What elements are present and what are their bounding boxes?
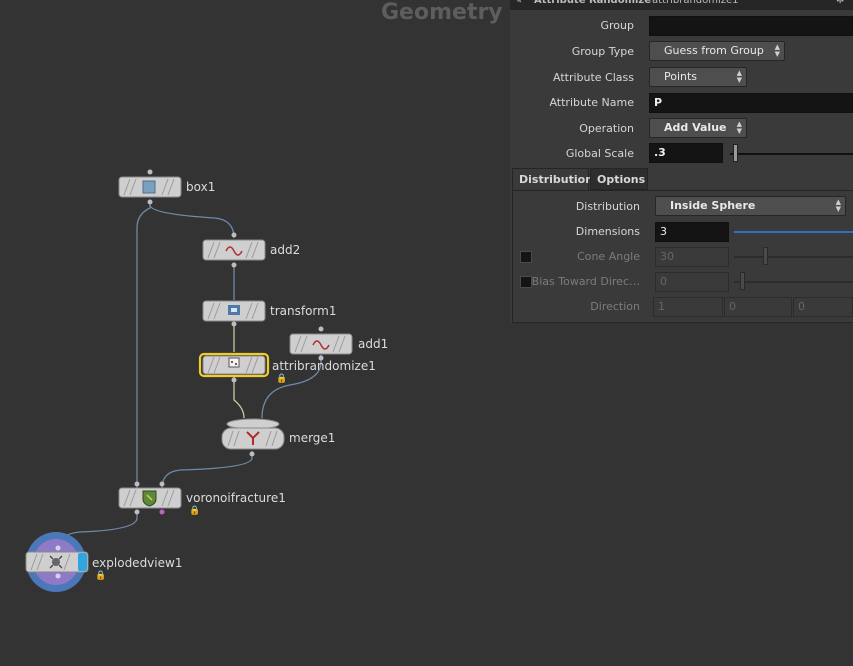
dimensions-label: Dimensions (575, 225, 640, 238)
wire-box1-add2 (149, 204, 235, 239)
bias-label: Bias Toward Direc… (531, 275, 640, 288)
tab-distribution-body (512, 190, 853, 323)
group-type-label: Group Type (571, 45, 634, 58)
tab-options[interactable]: Options (590, 168, 648, 190)
global-scale-slider-handle[interactable] (733, 144, 738, 162)
lock-icon[interactable]: 🔒 (189, 506, 201, 516)
node-label-voronoifracture1[interactable]: voronoifracture1 (186, 491, 286, 505)
node-label-explodedview1[interactable]: explodedview1 (92, 556, 183, 570)
node-voronoifracture1[interactable] (118, 481, 182, 515)
global-scale-label: Global Scale (565, 147, 634, 160)
bias-field[interactable]: 0 (655, 272, 729, 292)
direction-x-field[interactable]: 1 (653, 297, 723, 317)
node-box1[interactable] (118, 169, 182, 205)
node-transform1[interactable] (202, 300, 266, 327)
attribute-name-field[interactable]: P (649, 93, 853, 113)
group-type-dropdown[interactable]: Guess from Group ▲▼ (649, 41, 785, 61)
dimensions-slider[interactable] (734, 231, 853, 233)
group-label: Group (600, 19, 635, 32)
merge-icon (246, 431, 260, 445)
node-label-attribrandomize1[interactable]: attribrandomize1 (272, 359, 376, 373)
direction-label: Direction (590, 300, 640, 313)
node-label-add1[interactable]: add1 (358, 337, 389, 351)
attribute-class-value: Points (664, 70, 698, 83)
parameter-panel: ✎ Attribute Randomize attribrandomize1 ✲… (510, 0, 853, 323)
node-explodedview1[interactable] (25, 532, 89, 592)
node-label-add2[interactable]: add2 (270, 243, 301, 257)
node-name-field[interactable]: attribrandomize1 (652, 0, 739, 6)
wire-attribrandomize1-merge1 (233, 376, 245, 419)
attribute-name-label: Attribute Name (549, 96, 634, 109)
parameter-header: ✎ Attribute Randomize attribrandomize1 ✲ (510, 0, 853, 10)
shield-icon (142, 490, 157, 507)
cone-angle-toggle[interactable] (520, 251, 532, 263)
attribute-class-dropdown[interactable]: Points ▲▼ (649, 67, 747, 87)
operation-dropdown[interactable]: Add Value ▲▼ (649, 118, 747, 138)
node-add1[interactable] (289, 326, 353, 361)
cone-angle-label: Cone Angle (577, 250, 640, 263)
transform-icon (228, 305, 240, 315)
node-attribrandomize1[interactable] (198, 352, 270, 383)
attribute-class-label: Attribute Class (552, 71, 634, 84)
node-label-merge1[interactable]: merge1 (289, 431, 336, 445)
distribution-dropdown[interactable]: Inside Sphere ▲▼ (655, 196, 846, 216)
cone-angle-slider-handle[interactable] (763, 247, 768, 265)
up-down-arrows-icon: ▲▼ (736, 120, 742, 135)
dimensions-field[interactable]: 3 (655, 222, 729, 242)
node-type-label: Attribute Randomize (534, 0, 652, 6)
tab-distribution[interactable]: Distribution (512, 168, 593, 190)
lock-icon[interactable]: 🔒 (95, 571, 107, 581)
up-down-arrows-icon: ▲▼ (774, 43, 780, 58)
node-add2[interactable] (202, 232, 266, 268)
box-icon (142, 180, 156, 194)
node-label-transform1[interactable]: transform1 (270, 304, 337, 318)
distribution-label: Distribution (575, 200, 640, 213)
node-merge1[interactable] (221, 418, 285, 457)
direction-z-field[interactable]: 0 (793, 297, 853, 317)
operation-value: Add Value (664, 121, 727, 134)
wave-icon (225, 246, 243, 256)
lock-icon[interactable]: 🔒 (276, 374, 288, 384)
wire-merge1-voronoi (161, 451, 253, 489)
direction-y-field[interactable]: 0 (724, 297, 792, 317)
group-type-value: Guess from Group (664, 44, 764, 57)
display-flag[interactable] (78, 553, 87, 571)
up-down-arrows-icon: ▲▼ (835, 198, 841, 213)
wrench-icon[interactable]: ✎ (514, 0, 523, 6)
up-down-arrows-icon: ▲▼ (736, 69, 742, 84)
dice-icon (228, 357, 240, 368)
cone-angle-field[interactable]: 30 (655, 247, 729, 267)
wave-icon (312, 340, 330, 350)
global-scale-field[interactable]: .3 (649, 143, 723, 163)
global-scale-slider[interactable] (730, 153, 853, 155)
explode-icon (49, 555, 63, 569)
node-label-box1[interactable]: box1 (186, 180, 216, 194)
gear-icon[interactable]: ✲ (836, 0, 845, 6)
cone-angle-slider[interactable] (734, 256, 853, 258)
bias-slider-handle[interactable] (740, 272, 745, 290)
distribution-value: Inside Sphere (670, 199, 756, 212)
group-field[interactable] (649, 16, 853, 36)
wire-box1-voronoi (136, 203, 151, 488)
wire-add1-merge1 (261, 355, 322, 419)
bias-toggle[interactable] (520, 276, 532, 288)
wires (57, 203, 322, 549)
bias-slider[interactable] (734, 281, 853, 283)
network-context-title: Geometry (381, 0, 503, 25)
operation-label: Operation (579, 122, 634, 135)
